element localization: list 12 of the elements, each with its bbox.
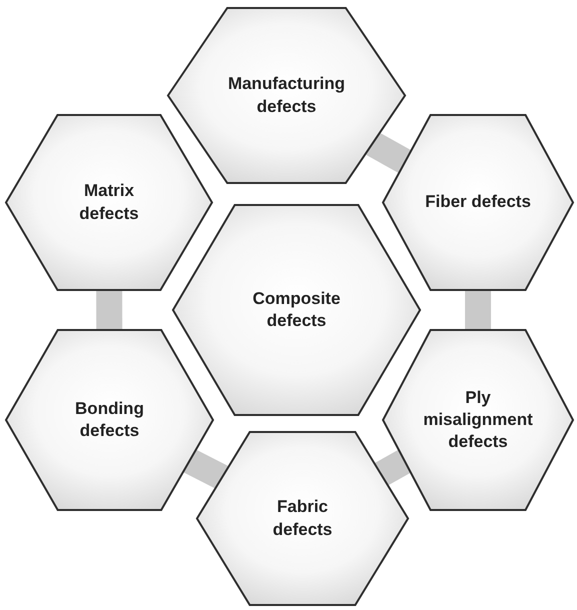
connector-band <box>465 290 491 330</box>
connector-band <box>184 449 228 490</box>
hexagon-label: Fiber defects <box>425 191 531 214</box>
hexagon-label: Bonding defects <box>74 398 145 442</box>
hexagon-label: Composite defects <box>252 288 342 332</box>
connector-band <box>374 450 412 486</box>
connector-band <box>366 132 412 174</box>
hexagon-label: Matrix defects <box>78 180 140 224</box>
hexagon-label: Manufacturing defects <box>226 73 346 118</box>
hexagon-label: Fabric defects <box>272 496 334 540</box>
connector-band <box>96 290 122 330</box>
hexagon-label: Ply misalignment defects <box>422 386 534 454</box>
